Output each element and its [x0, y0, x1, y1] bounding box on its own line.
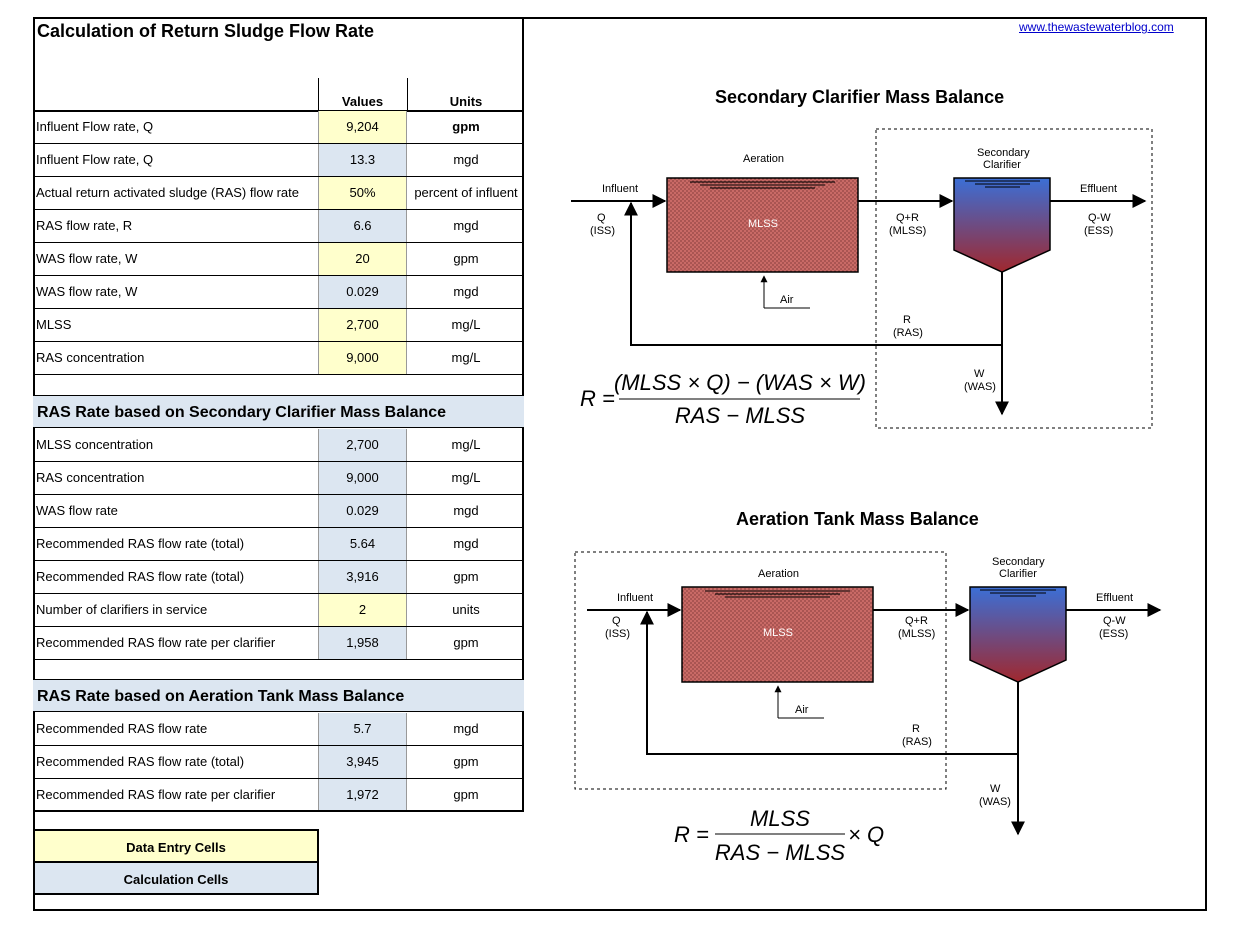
unit-cell: mgd	[453, 503, 479, 518]
page-title: Calculation of Return Sludge Flow Rate	[37, 21, 375, 41]
row-divider	[33, 494, 524, 495]
row-divider	[33, 626, 524, 627]
unit-cell: gpm	[452, 119, 480, 134]
calculation-cell[interactable]: 6.6	[318, 210, 407, 242]
row-divider	[33, 659, 524, 660]
row-label: MLSS concentration	[36, 437, 154, 452]
data-entry-cell[interactable]: 2,700	[318, 309, 407, 341]
diagram1-title: Secondary Clarifier Mass Balance	[715, 87, 1005, 107]
data-entry-cell[interactable]: 2	[318, 594, 407, 626]
values-header: Values	[341, 94, 384, 109]
row-divider	[33, 143, 524, 144]
row-label: Number of clarifiers in service	[36, 602, 208, 617]
row-divider	[33, 560, 524, 561]
unit-cell: mgd	[453, 218, 479, 233]
unit-cell: mgd	[453, 536, 479, 551]
row-divider	[33, 209, 524, 210]
unit-cell: mg/L	[451, 317, 481, 332]
row-divider	[33, 341, 524, 342]
row-divider	[33, 176, 524, 177]
unit-cell: mg/L	[451, 470, 481, 485]
row-divider	[33, 242, 524, 243]
calculation-cell[interactable]: 9,000	[318, 462, 407, 494]
row-label: Influent Flow rate, Q	[36, 119, 154, 134]
row-divider	[33, 810, 524, 812]
diagram2-title: Aeration Tank Mass Balance	[736, 509, 979, 529]
sheet-frame	[33, 17, 1207, 911]
calculation-cell[interactable]: 2,700	[318, 429, 407, 461]
unit-cell: gpm	[453, 569, 479, 584]
row-label: RAS flow rate, R	[36, 218, 133, 233]
row-label: Recommended RAS flow rate (total)	[36, 754, 245, 769]
unit-cell: gpm	[453, 754, 479, 769]
row-label: RAS concentration	[36, 470, 145, 485]
row-label: MLSS	[36, 317, 72, 332]
unit-cell: mg/L	[451, 350, 481, 365]
data-entry-cell[interactable]: 50%	[318, 177, 407, 209]
data-entry-cell[interactable]: 9,204	[318, 111, 407, 143]
row-label: Recommended RAS flow rate per clarifier	[36, 787, 276, 802]
header-divider	[407, 78, 408, 110]
calculation-cell[interactable]: 3,945	[318, 746, 407, 778]
unit-cell: percent of influent	[414, 185, 518, 200]
row-label: Recommended RAS flow rate (total)	[36, 569, 245, 584]
unit-cell: units	[452, 602, 480, 617]
legend-data-entry: Data Entry Cells	[33, 829, 319, 862]
calculation-cell[interactable]: 5.7	[318, 713, 407, 745]
calculation-cell[interactable]: 1,958	[318, 627, 407, 659]
row-label: WAS flow rate	[36, 503, 118, 518]
unit-cell: gpm	[453, 635, 479, 650]
calculation-cell[interactable]: 0.029	[318, 276, 407, 308]
legend-calculation: Calculation Cells	[33, 862, 319, 895]
data-entry-cell[interactable]: 20	[318, 243, 407, 275]
unit-cell: gpm	[453, 787, 479, 802]
row-label: Influent Flow rate, Q	[36, 152, 154, 167]
row-label: Recommended RAS flow rate (total)	[36, 536, 245, 551]
calculation-cell[interactable]: 3,916	[318, 561, 407, 593]
section-header: RAS Rate based on Secondary Clarifier Ma…	[33, 395, 524, 428]
row-divider	[33, 110, 524, 112]
header-divider	[318, 78, 319, 110]
data-entry-cell[interactable]: 9,000	[318, 342, 407, 374]
unit-cell: mgd	[453, 152, 479, 167]
row-label: WAS flow rate, W	[36, 284, 138, 299]
row-divider	[33, 275, 524, 276]
row-divider	[33, 374, 524, 375]
calculation-cell[interactable]: 0.029	[318, 495, 407, 527]
blog-link[interactable]: www.thewastewaterblog.com	[1019, 20, 1174, 34]
row-divider	[33, 593, 524, 594]
row-divider	[33, 778, 524, 779]
row-divider	[33, 745, 524, 746]
row-label: Recommended RAS flow rate per clarifier	[36, 635, 276, 650]
unit-cell: mgd	[453, 721, 479, 736]
row-label: Actual return activated sludge (RAS) flo…	[36, 185, 300, 200]
section-header: RAS Rate based on Aeration Tank Mass Bal…	[33, 679, 524, 712]
row-divider	[33, 308, 524, 309]
unit-cell: gpm	[453, 251, 479, 266]
calculation-cell[interactable]: 1,972	[318, 779, 407, 811]
row-divider	[33, 527, 524, 528]
calculation-cell[interactable]: 13.3	[318, 144, 407, 176]
units-header: Units	[449, 94, 483, 109]
row-divider	[33, 461, 524, 462]
row-label: RAS concentration	[36, 350, 145, 365]
calculation-cell[interactable]: 5.64	[318, 528, 407, 560]
row-label: Recommended RAS flow rate	[36, 721, 208, 736]
unit-cell: mgd	[453, 284, 479, 299]
unit-cell: mg/L	[451, 437, 481, 452]
row-label: WAS flow rate, W	[36, 251, 138, 266]
